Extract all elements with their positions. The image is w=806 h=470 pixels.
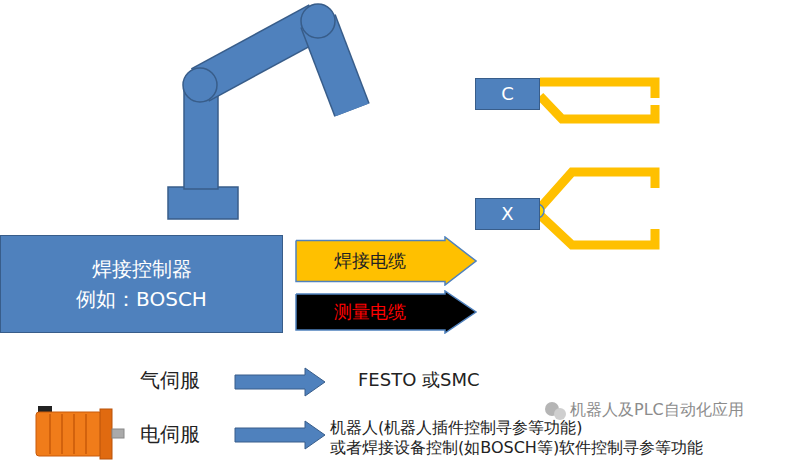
robot-upper-arm — [200, 21, 318, 85]
gripper-jaw — [540, 172, 655, 208]
node-text: X — [501, 202, 513, 226]
motor-connector — [38, 406, 52, 412]
node-text: C — [501, 82, 514, 106]
servo-type-label: 气伺服 — [140, 368, 200, 392]
motor-rib — [49, 414, 51, 454]
motor-body — [36, 412, 102, 456]
motor-rib — [73, 414, 75, 454]
description-note: 机器人(机器人插件控制寻参等功能) 或者焊接设备控制(如BOSCH等)软件控制寻… — [330, 418, 707, 458]
small-arrow — [235, 368, 325, 396]
node-text: 测量电缆 — [334, 300, 406, 324]
robot-joint — [183, 68, 217, 102]
node-text: 例如：BOSCH — [76, 284, 207, 314]
watermark-icon — [545, 402, 566, 420]
servo-type-label: 电伺服 — [140, 422, 200, 446]
node-text: 焊接电缆 — [334, 249, 406, 273]
gripper-box: X — [475, 198, 540, 230]
gripper-jaw — [540, 215, 655, 245]
node-body: C — [476, 79, 539, 109]
gripper-jaws — [540, 82, 655, 245]
small-arrow — [235, 421, 325, 449]
node-body: 焊接控制器例如：BOSCH — [1, 236, 282, 332]
watermark: 机器人及PLC自动化应用 — [570, 400, 744, 420]
motor-shaft — [112, 429, 124, 438]
motor-rib — [85, 414, 87, 454]
gripper-jaw — [540, 96, 655, 119]
arrow-outline — [296, 291, 476, 333]
robot-arm — [168, 4, 352, 219]
cable-arrow: 测量电缆 — [295, 290, 477, 334]
motor-ribs — [50, 414, 86, 454]
arrow-outline — [296, 237, 476, 285]
robot-base — [168, 187, 238, 219]
node-body: 焊接电缆 — [295, 236, 445, 286]
cable-arrow: 焊接电缆 — [295, 236, 477, 286]
robot-joint — [301, 4, 335, 38]
node-body: 测量电缆 — [295, 290, 445, 334]
robot-upper-arm-outline — [200, 21, 318, 85]
motor-flange — [100, 409, 112, 459]
gripper-box: C — [475, 78, 540, 110]
gripper-jaw — [540, 82, 655, 98]
node-text: 焊接控制器 — [92, 254, 192, 284]
vendor-label: FESTO 或SMC — [358, 369, 480, 391]
motor-rib — [61, 414, 63, 454]
servo-motor-icon — [36, 406, 124, 459]
node-body: X — [476, 199, 539, 229]
controller-box: 焊接控制器例如：BOSCH — [0, 235, 283, 333]
